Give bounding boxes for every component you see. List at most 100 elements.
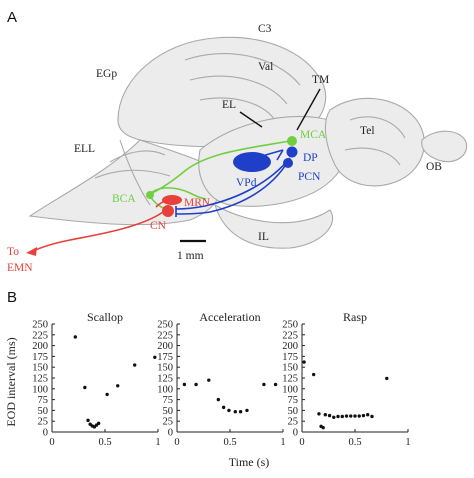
y-tick-label: 0 <box>43 428 48 439</box>
data-point <box>317 412 321 416</box>
data-point <box>207 378 211 382</box>
label-emn: EMN <box>7 262 33 274</box>
data-point <box>321 425 325 430</box>
mrn-nucleus <box>162 195 182 205</box>
olfactory-bulb-outline <box>421 130 468 163</box>
x-tick-label: 0.5 <box>98 437 111 448</box>
y-tick-label: 225 <box>157 330 173 341</box>
label-vpd: VPd <box>236 177 257 189</box>
vpd-nucleus <box>233 152 271 172</box>
label-c3: C3 <box>258 23 272 35</box>
y-tick-label: 225 <box>282 330 298 341</box>
y-tick-label: 75 <box>288 395 299 406</box>
data-point <box>366 413 370 417</box>
data-point <box>233 409 237 414</box>
x-tick-label: 0 <box>299 437 304 448</box>
data-point <box>336 414 340 419</box>
x-tick-label: 1 <box>405 437 410 448</box>
x-tick-label: 0.5 <box>223 437 236 448</box>
x-tick-label: 0 <box>174 437 179 448</box>
y-tick-label: 0 <box>168 428 173 439</box>
data-point <box>132 363 137 367</box>
panel-a-letter: A <box>7 9 17 26</box>
data-point <box>311 372 316 377</box>
cn-nucleus <box>162 205 174 217</box>
data-point <box>332 415 336 420</box>
y-tick-label: 100 <box>157 384 173 395</box>
red-arrowhead <box>26 247 37 256</box>
data-point <box>216 397 221 402</box>
y-tick-label: 25 <box>38 417 49 428</box>
y-tick-label: 200 <box>157 341 173 352</box>
label-val: Val <box>258 61 273 73</box>
y-tick-label: 125 <box>282 374 298 385</box>
y-tick-label: 175 <box>32 352 48 363</box>
data-point <box>353 414 357 418</box>
data-point <box>370 414 374 419</box>
label-ob: OB <box>426 161 442 173</box>
data-point <box>344 414 349 418</box>
plot-title: Acceleration <box>199 310 260 324</box>
tm-pointer-line <box>296 88 321 131</box>
y-tick-label: 175 <box>282 352 298 363</box>
data-point <box>262 382 266 387</box>
y-tick-label: 250 <box>32 320 48 331</box>
y-tick-label: 175 <box>157 352 173 363</box>
y-tick-label: 25 <box>288 417 299 428</box>
y-tick-label: 75 <box>163 395 174 406</box>
data-point <box>327 413 332 418</box>
fish-brain-drawing <box>28 36 468 249</box>
data-point <box>349 414 353 418</box>
label-egp: EGp <box>96 68 117 80</box>
data-point <box>323 413 328 417</box>
data-point <box>182 382 187 387</box>
dp-nucleus <box>286 146 298 158</box>
pcn-nucleus <box>283 158 293 168</box>
y-tick-label: 200 <box>32 341 48 352</box>
y-tick-label: 0 <box>293 428 298 439</box>
ell-lobes <box>94 139 171 206</box>
data-point <box>227 408 231 413</box>
scale-bar-label: 1 mm <box>177 250 204 262</box>
y-tick-label: 50 <box>163 406 174 417</box>
x-axis-title: Time (s) <box>229 455 270 469</box>
hindbrain-outline <box>28 139 224 226</box>
mca-nucleus <box>287 136 297 146</box>
y-tick-label: 250 <box>282 320 298 331</box>
y-tick-label: 150 <box>32 363 48 374</box>
data-point <box>357 414 361 418</box>
label-ell: ELL <box>74 143 95 155</box>
y-tick-label: 75 <box>38 395 49 406</box>
data-point <box>245 408 249 413</box>
data-point <box>302 360 306 364</box>
label-pcn: PCN <box>298 171 321 183</box>
panel-b-letter: B <box>7 289 17 306</box>
label-cn: CN <box>150 220 167 232</box>
data-point <box>361 413 366 418</box>
label-dp: DP <box>303 152 318 164</box>
inferior-lobe-outline <box>214 203 333 249</box>
telencephalon-outline <box>324 97 425 187</box>
x-tick-label: 0.5 <box>348 437 361 448</box>
label-il: IL <box>258 231 269 243</box>
data-point <box>105 392 109 397</box>
y-axis-title: EOD interval (ms) <box>4 337 18 426</box>
data-point <box>86 418 90 423</box>
y-tick-label: 100 <box>32 384 48 395</box>
y-tick-label: 25 <box>163 417 174 428</box>
valvula-fold <box>184 53 301 121</box>
data-point <box>116 384 120 388</box>
data-point <box>221 405 226 410</box>
data-point <box>194 382 198 387</box>
data-point <box>83 385 87 390</box>
label-tm: TM <box>312 74 329 86</box>
y-tick-label: 150 <box>282 363 298 374</box>
data-point <box>340 414 344 419</box>
data-point <box>385 376 389 381</box>
plot-title: Rasp <box>343 310 367 324</box>
label-el: EL <box>222 99 236 111</box>
